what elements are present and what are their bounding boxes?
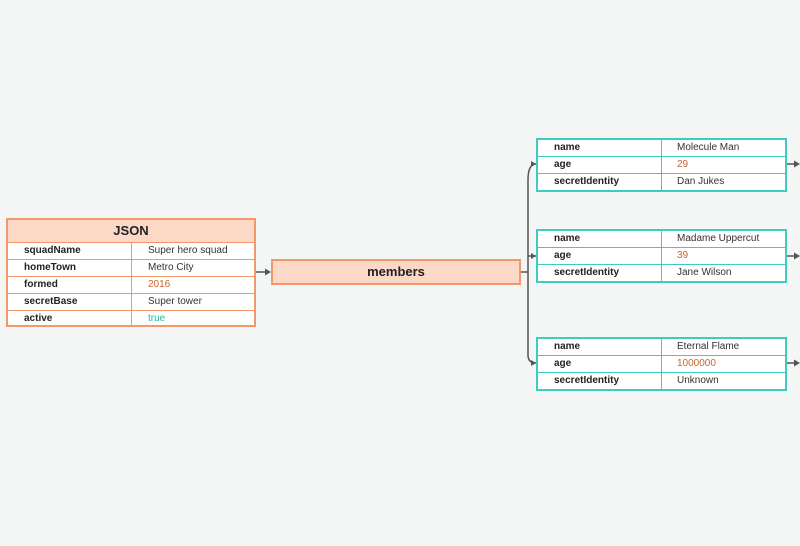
field-key: secretIdentity xyxy=(538,174,662,190)
field-key: age xyxy=(538,157,662,173)
field-value: 2016 xyxy=(148,279,171,290)
arrowhead xyxy=(531,253,536,259)
field-value: 1000000 xyxy=(677,358,716,369)
arrowhead xyxy=(794,252,800,260)
member-table[interactable]: name Molecule Man age 29 secretIdentity … xyxy=(536,138,787,192)
members-branch-connector xyxy=(527,163,537,364)
table-row: name Madame Uppercut xyxy=(538,231,785,248)
table-row: secretIdentity Jane Wilson xyxy=(538,265,785,281)
field-key: secretIdentity xyxy=(538,373,662,389)
field-value: Molecule Man xyxy=(677,142,740,153)
arrowhead xyxy=(531,360,536,366)
field-key: squadName xyxy=(8,243,132,259)
field-key: homeTown xyxy=(8,260,132,276)
field-value: Metro City xyxy=(148,262,194,273)
json-root-table[interactable]: JSON squadName Super hero squad homeTown… xyxy=(6,218,256,327)
table-row: secretBase Super tower xyxy=(8,294,254,311)
arrowhead xyxy=(531,161,536,167)
arrowhead xyxy=(794,160,800,168)
table-row: name Molecule Man xyxy=(538,140,785,157)
field-key: active xyxy=(8,311,132,327)
field-value: Dan Jukes xyxy=(677,176,725,187)
table-row: age 1000000 xyxy=(538,356,785,373)
field-key: secretBase xyxy=(8,294,132,310)
arrowhead xyxy=(265,268,271,276)
field-value: Unknown xyxy=(677,375,719,386)
field-key: age xyxy=(538,248,662,264)
field-value: Super hero squad xyxy=(148,245,228,256)
table-row: age 39 xyxy=(538,248,785,265)
table-row: formed 2016 xyxy=(8,277,254,294)
table-row: active true xyxy=(8,311,254,327)
field-value: Super tower xyxy=(148,296,202,307)
field-key: secretIdentity xyxy=(538,265,662,281)
field-key: age xyxy=(538,356,662,372)
table-row: homeTown Metro City xyxy=(8,260,254,277)
member-table[interactable]: name Eternal Flame age 1000000 secretIde… xyxy=(536,337,787,391)
arrowhead xyxy=(794,359,800,367)
table-row: squadName Super hero squad xyxy=(8,243,254,260)
json-root-title: JSON xyxy=(8,220,254,243)
field-value: Eternal Flame xyxy=(677,341,740,352)
field-value: 39 xyxy=(677,250,689,261)
table-row: secretIdentity Unknown xyxy=(538,373,785,389)
field-value: Madame Uppercut xyxy=(677,233,760,244)
table-row: secretIdentity Dan Jukes xyxy=(538,174,785,190)
table-row: age 29 xyxy=(538,157,785,174)
field-value: true xyxy=(148,313,166,324)
member-table[interactable]: name Madame Uppercut age 39 secretIdenti… xyxy=(536,229,787,283)
field-key: formed xyxy=(8,277,132,293)
field-value: Jane Wilson xyxy=(677,267,732,278)
field-key: name xyxy=(538,140,662,156)
members-node[interactable]: members xyxy=(271,259,521,285)
field-key: name xyxy=(538,231,662,247)
table-row: name Eternal Flame xyxy=(538,339,785,356)
field-value: 29 xyxy=(677,159,689,170)
field-key: name xyxy=(538,339,662,355)
